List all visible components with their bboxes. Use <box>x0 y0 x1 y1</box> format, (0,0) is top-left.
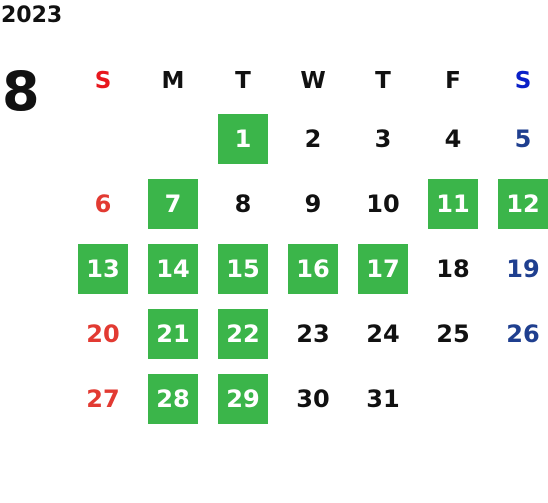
calendar-day[interactable]: 7 <box>148 178 198 229</box>
weekday-header: F <box>445 68 461 94</box>
calendar-day[interactable]: 3 <box>374 124 392 153</box>
day-cell: 22 <box>208 301 278 366</box>
day-cell: 21 <box>138 301 208 366</box>
day-cell: 20 <box>68 301 138 366</box>
day-cell: 1 <box>208 106 278 171</box>
day-cell: 15 <box>208 236 278 301</box>
weekday-header: M <box>161 68 185 94</box>
calendar-day[interactable]: 24 <box>366 319 400 348</box>
calendar-day[interactable]: 15 <box>218 243 268 294</box>
calendar-day[interactable]: 25 <box>436 319 470 348</box>
day-cell: 11 <box>418 171 488 236</box>
day-cell <box>488 366 548 431</box>
day-cell: 3 <box>348 106 418 171</box>
day-cell: 31 <box>348 366 418 431</box>
day-cell: 6 <box>68 171 138 236</box>
calendar-day[interactable]: 8 <box>234 189 252 218</box>
day-cell: 24 <box>348 301 418 366</box>
day-cell: 28 <box>138 366 208 431</box>
calendar-day[interactable]: 21 <box>148 308 198 359</box>
day-cell: 23 <box>278 301 348 366</box>
day-cell: 14 <box>138 236 208 301</box>
calendar-day[interactable]: 27 <box>86 384 120 413</box>
day-cell: 30 <box>278 366 348 431</box>
calendar-day[interactable]: 28 <box>148 373 198 424</box>
calendar-day[interactable]: 30 <box>296 384 330 413</box>
day-cell: 29 <box>208 366 278 431</box>
day-cell: 19 <box>488 236 548 301</box>
day-cell: 7 <box>138 171 208 236</box>
day-cell: 2 <box>278 106 348 171</box>
calendar-day[interactable]: 16 <box>288 243 338 294</box>
calendar-day[interactable]: 26 <box>506 319 540 348</box>
day-cell: 18 <box>418 236 488 301</box>
weekday-header: W <box>300 68 326 94</box>
weekday-header: T <box>235 68 251 94</box>
calendar-day[interactable]: 23 <box>296 319 330 348</box>
day-cell: 25 <box>418 301 488 366</box>
empty-day <box>428 374 478 424</box>
day-cell: 13 <box>68 236 138 301</box>
calendar-day[interactable]: 31 <box>366 384 400 413</box>
calendar-day[interactable]: 12 <box>498 178 548 229</box>
day-cell: 27 <box>68 366 138 431</box>
day-cell: 8 <box>208 171 278 236</box>
day-cell <box>68 106 138 171</box>
day-cell: 12 <box>488 171 548 236</box>
empty-day <box>148 114 198 164</box>
calendar-year: 2023 <box>1 3 63 28</box>
calendar-month: 8 <box>2 60 40 123</box>
day-cell: 26 <box>488 301 548 366</box>
weekday-header: S <box>514 68 532 94</box>
day-cell: 5 <box>488 106 548 171</box>
calendar-day[interactable]: 19 <box>506 254 540 283</box>
day-cell: 10 <box>348 171 418 236</box>
weekday-header: T <box>375 68 391 94</box>
day-cell: 17 <box>348 236 418 301</box>
calendar-day[interactable]: 4 <box>444 124 462 153</box>
calendar-day[interactable]: 11 <box>428 178 478 229</box>
calendar-day[interactable]: 29 <box>218 373 268 424</box>
day-cell <box>138 106 208 171</box>
day-cell: 16 <box>278 236 348 301</box>
calendar-day[interactable]: 17 <box>358 243 408 294</box>
calendar-day[interactable]: 22 <box>218 308 268 359</box>
calendar-day[interactable]: 6 <box>94 189 112 218</box>
empty-day <box>78 114 128 164</box>
weekday-header: S <box>94 68 112 94</box>
day-cell: 4 <box>418 106 488 171</box>
empty-day <box>498 374 548 424</box>
calendar-day[interactable]: 20 <box>86 319 120 348</box>
calendar-day[interactable]: 9 <box>304 189 322 218</box>
day-cell <box>418 366 488 431</box>
calendar-day[interactable]: 2 <box>304 124 322 153</box>
calendar-day[interactable]: 10 <box>366 189 400 218</box>
day-cell: 9 <box>278 171 348 236</box>
calendar-day[interactable]: 13 <box>78 243 128 294</box>
calendar-day[interactable]: 5 <box>514 124 532 153</box>
calendar-day[interactable]: 14 <box>148 243 198 294</box>
calendar-day[interactable]: 1 <box>218 113 268 164</box>
calendar-day[interactable]: 18 <box>436 254 470 283</box>
